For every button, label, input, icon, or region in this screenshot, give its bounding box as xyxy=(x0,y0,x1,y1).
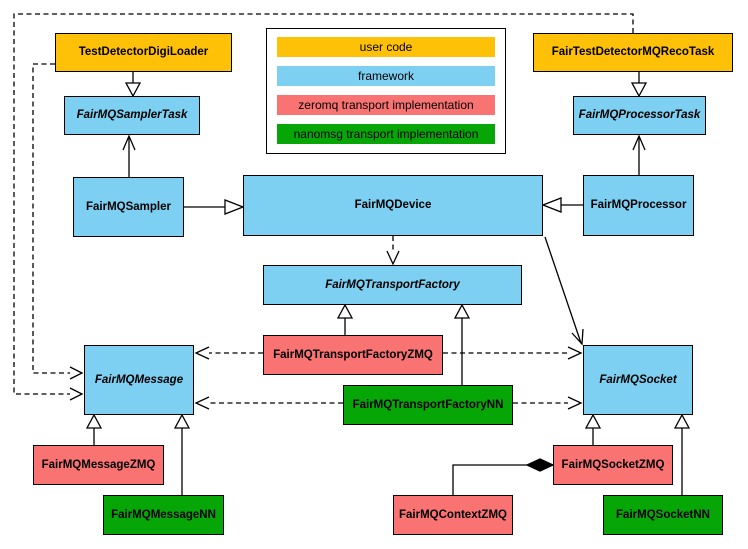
class-box-fairtestdetectormqrecotask: FairTestDetectorMQRecoTask xyxy=(533,33,733,72)
edge-fairtestdetectormqrecotask-inherits-fairmqprocessortask xyxy=(630,72,648,98)
class-box-fairmqsocketzmq: FairMQSocketZMQ xyxy=(553,445,673,485)
class-label: FairMQSampler xyxy=(86,200,171,213)
class-box-fairmqsocket: FairMQSocket xyxy=(583,345,693,415)
edge-fairmqdevice-to-fairmqsocket xyxy=(544,236,584,346)
class-label: FairMQSocket xyxy=(599,373,677,386)
class-label: FairMQTransportFactory xyxy=(325,278,460,291)
legend: user code framework zeromq transport imp… xyxy=(266,28,506,154)
edge-fairmqtransportfactorynn-depends-fairmqmessage xyxy=(194,396,343,410)
legend-item-zeromq: zeromq transport implementation xyxy=(277,95,495,115)
edge-fairmqsampler-to-fairmqsamplertask xyxy=(122,134,136,177)
edge-fairmqmessagezmq-inherits-fairmqmessage xyxy=(85,413,103,445)
class-box-testdetectordigiloader: TestDetectorDigiLoader xyxy=(55,33,232,72)
edge-fairmqtransportfactorynn-depends-fairmqsocket xyxy=(513,396,583,410)
class-box-fairmqmessagezmq: FairMQMessageZMQ xyxy=(33,445,164,485)
edge-fairmqtransportfactoryzmq-depends-fairmqsocket xyxy=(443,346,583,360)
class-label: FairMQMessage xyxy=(94,373,184,386)
legend-item-user-code: user code xyxy=(277,37,495,57)
legend-label: nanomsg transport implementation xyxy=(293,127,479,141)
class-label: FairMQTransportFactoryNN xyxy=(352,398,504,411)
edge-fairmqdevice-depends-fairmqtransportfactory xyxy=(386,236,400,266)
class-box-fairmqsampler: FairMQSampler xyxy=(73,177,184,237)
class-label: FairMQSocketZMQ xyxy=(561,458,665,471)
legend-item-framework: framework xyxy=(277,66,495,86)
class-label: FairMQSocketNN xyxy=(616,508,710,521)
class-box-fairmqsocketnn: FairMQSocketNN xyxy=(603,495,723,535)
edge-fairmqmessagenn-inherits-fairmqmessage xyxy=(173,413,191,495)
edge-fairmqprocessor-inherits-fairmqdevice xyxy=(541,197,583,213)
class-label: FairMQDevice xyxy=(354,199,432,212)
class-box-fairmqcontextzmq: FairMQContextZMQ xyxy=(393,495,513,535)
legend-label: user code xyxy=(359,40,413,54)
edge-fairmqtransportfactorynn-inherits-fairmqtransportfactory xyxy=(453,303,471,385)
edge-fairtestdetectormqrecotask-depends-fairmqmessage xyxy=(13,13,634,401)
edge-fairmqsocketzmq-composes-fairmqcontextzmq xyxy=(452,458,555,495)
edge-fairmqsocketzmq-inherits-fairmqsocket xyxy=(584,413,602,445)
class-label: FairMQProcessorTask xyxy=(578,109,701,122)
class-box-fairmqtransportfactorynn: FairMQTransportFactoryNN xyxy=(343,385,513,425)
class-label: FairMQSamplerTask xyxy=(76,109,188,122)
legend-label: zeromq transport implementation xyxy=(298,98,474,112)
edge-fairmqsampler-inherits-fairmqdevice xyxy=(184,199,245,215)
edge-testdetectordigiloader-inherits-fairmqsamplertask xyxy=(124,72,142,98)
class-box-fairmqmessagenn: FairMQMessageNN xyxy=(103,495,224,535)
legend-item-nanomsg: nanomsg transport implementation xyxy=(277,124,495,144)
class-label: FairMQContextZMQ xyxy=(399,508,507,521)
edge-fairmqtransportfactoryzmq-inherits-fairmqtransportfactory xyxy=(336,303,354,335)
edge-fairmqprocessor-to-fairmqprocessortask xyxy=(632,134,646,175)
edge-fairmqsocketnn-inherits-fairmqsocket xyxy=(673,413,691,495)
class-box-fairmqtransportfactory: FairMQTransportFactory xyxy=(263,265,522,305)
class-label: FairMQTransportFactoryZMQ xyxy=(273,348,433,361)
class-label: FairTestDetectorMQRecoTask xyxy=(551,46,715,59)
class-box-fairmqmessage: FairMQMessage xyxy=(84,345,194,415)
legend-label: framework xyxy=(357,69,414,83)
class-box-fairmqprocessortask: FairMQProcessorTask xyxy=(573,96,706,135)
class-box-fairmqsamplertask: FairMQSamplerTask xyxy=(64,96,200,135)
class-box-fairmqtransportfactoryzmq: FairMQTransportFactoryZMQ xyxy=(263,335,443,375)
class-box-fairmqdevice: FairMQDevice xyxy=(243,175,543,236)
class-label: FairMQMessageNN xyxy=(111,508,216,521)
class-box-fairmqprocessor: FairMQProcessor xyxy=(583,175,694,236)
class-label: FairMQProcessor xyxy=(590,199,687,212)
class-label: FairMQMessageZMQ xyxy=(41,458,156,471)
edge-fairmqtransportfactoryzmq-depends-fairmqmessage xyxy=(194,346,263,360)
edge-testdetectordigiloader-depends-fairmqmessage xyxy=(32,63,84,380)
class-label: TestDetectorDigiLoader xyxy=(78,46,209,59)
